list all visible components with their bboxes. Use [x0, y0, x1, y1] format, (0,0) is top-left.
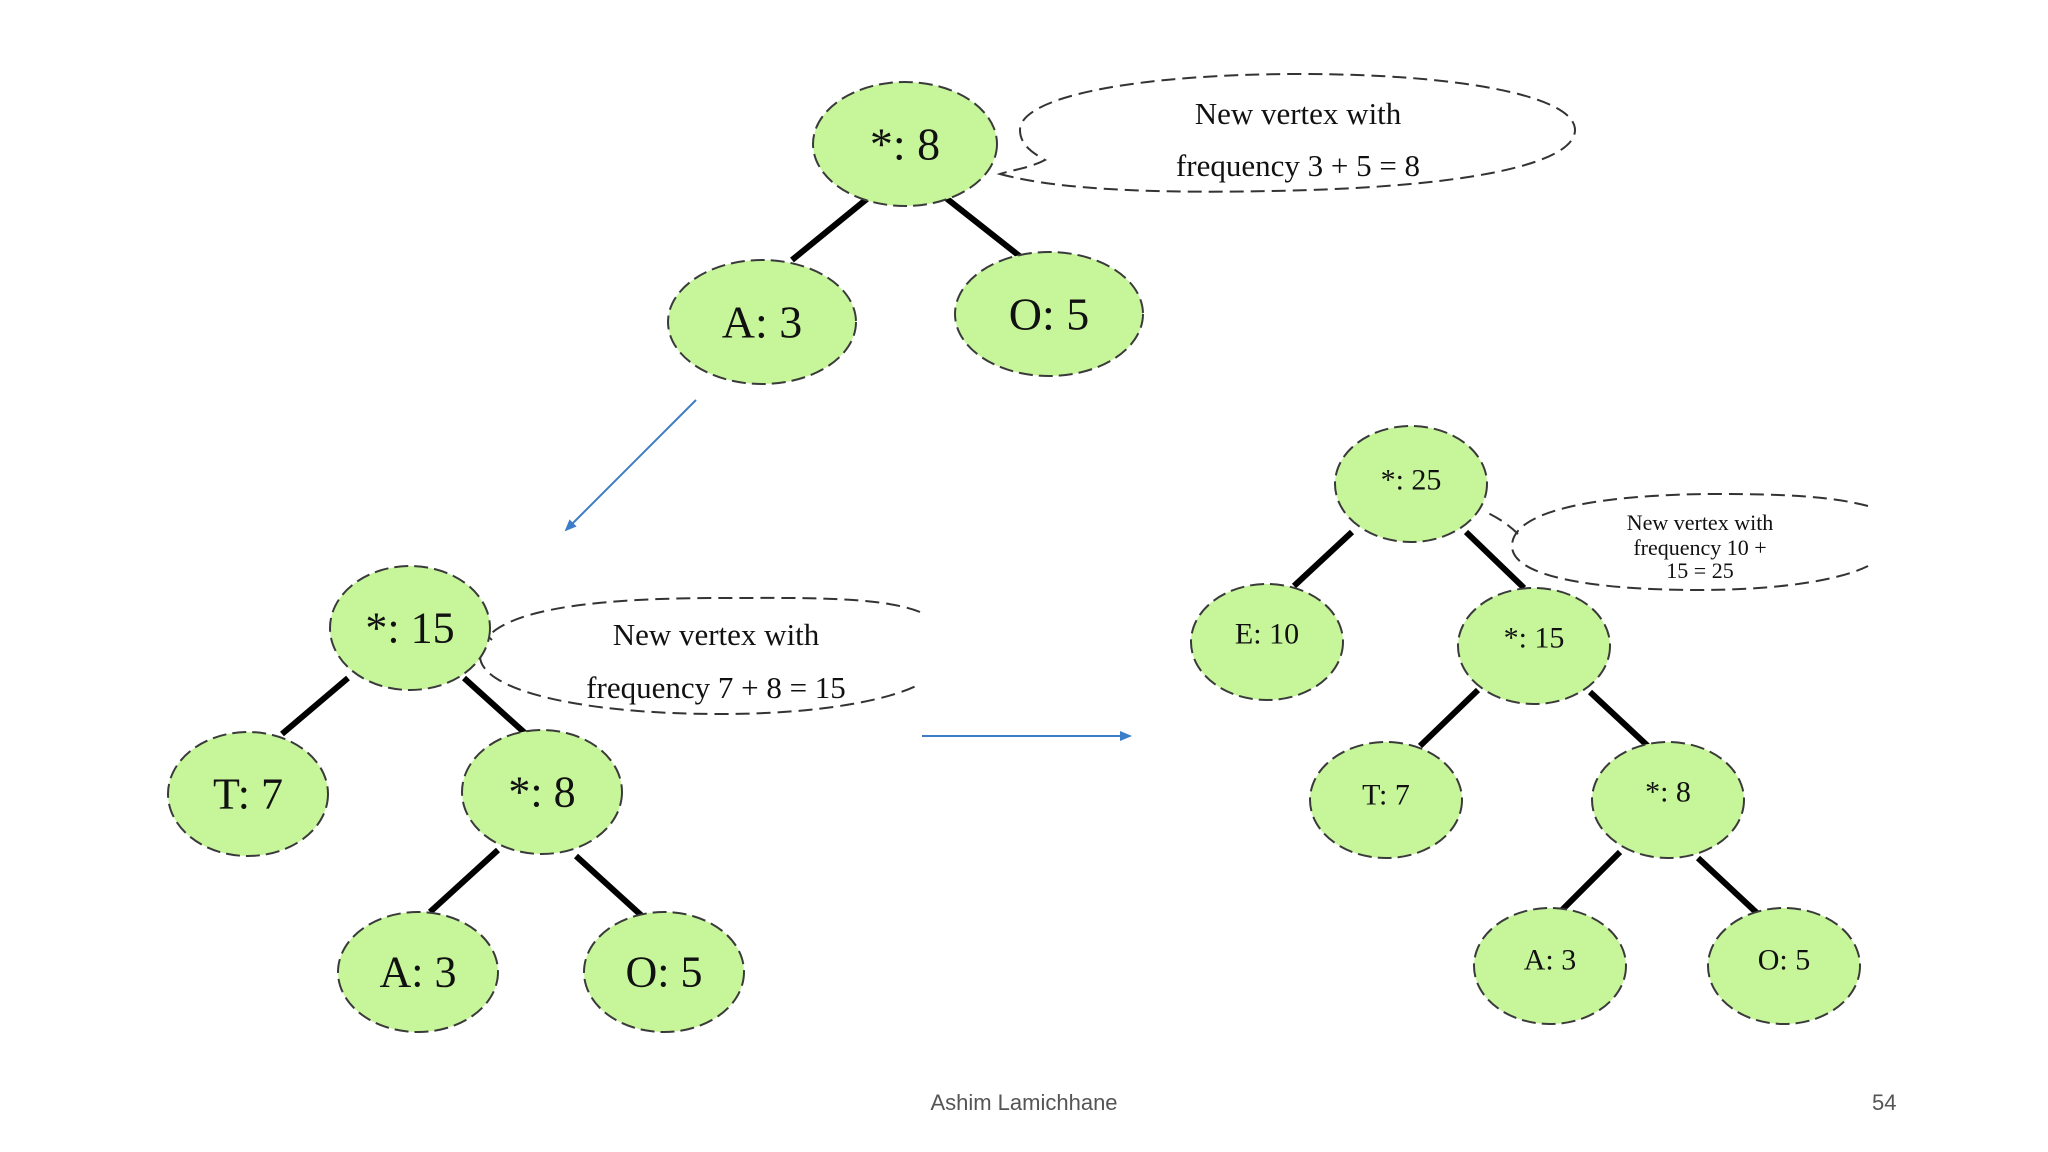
tree-c: New vertex with frequency 10 + 15 = 25 *… — [1190, 425, 1869, 1025]
tree-c-node-mid8-label: *: 8 — [1645, 776, 1691, 809]
tree-c-callout-line-3: 15 = 25 — [1666, 558, 1733, 583]
tree-a-callout-line-1: New vertex with — [1195, 96, 1402, 131]
tree-a-callout-bubble — [996, 72, 1577, 193]
tree-b-node-mid-label: *: 8 — [508, 768, 575, 817]
tree-b-node-root-label: *: 15 — [365, 604, 454, 653]
tree-b-node-root — [329, 565, 491, 691]
tree-c-node-root-label: *: 25 — [1381, 464, 1442, 497]
tree-c-node-o-label: O: 5 — [1758, 944, 1811, 977]
tree-c-callout-line-1: New vertex with — [1627, 510, 1774, 535]
tree-c-edge-mid8-o — [1695, 855, 1761, 917]
tree-c-node-a-label: A: 3 — [1524, 944, 1577, 977]
tree-c-node-mid8 — [1591, 741, 1745, 859]
tree-c-edge-mid15-mid8 — [1587, 689, 1653, 751]
tree-a-edge-right — [944, 195, 1024, 261]
tree-a-node-left — [667, 259, 857, 385]
tree-b-node-a — [337, 911, 499, 1033]
tree-c-node-t — [1309, 741, 1463, 859]
tree-b-edge-mid-a — [427, 847, 501, 915]
tree-a-node-root-label: *: 8 — [870, 119, 940, 170]
tree-c-node-t-label: T: 7 — [1362, 779, 1410, 812]
tree-b-node-t — [167, 731, 329, 857]
tree-c-node-mid15-label: *: 15 — [1504, 622, 1565, 655]
tree-b-edge-mid-o — [573, 853, 645, 919]
tree-c-callout-line-2: frequency 10 + — [1633, 535, 1766, 560]
tree-a-node-root — [812, 81, 998, 207]
tree-c-edge-mid15-t — [1417, 687, 1481, 749]
tree-a-edge-left — [790, 195, 870, 263]
tree-c-node-mid15 — [1457, 587, 1611, 705]
tree-c-node-o — [1707, 907, 1861, 1025]
tree-b-callout-line-1: New vertex with — [613, 617, 820, 652]
footer-author: Ashim Lamichhane — [930, 1090, 1118, 1115]
tree-a-callout-line-2: frequency 3 + 5 = 8 — [1176, 148, 1420, 183]
tree-b-callout-line-2: frequency 7 + 8 = 15 — [586, 670, 846, 705]
tree-c-edge-mid8-a — [1559, 849, 1623, 913]
flow-arrow-down-left — [564, 399, 697, 532]
tree-c-node-a — [1473, 907, 1627, 1025]
tree-c-node-e-label: E: 10 — [1235, 618, 1299, 651]
tree-c-edge-root-e — [1291, 529, 1355, 589]
tree-b-node-mid — [461, 729, 623, 855]
tree-c-edge-root-mid15 — [1463, 529, 1527, 591]
tree-c-node-root — [1334, 425, 1488, 543]
tree-b: New vertex with frequency 7 + 8 = 15 *: … — [167, 565, 921, 1033]
tree-b-edge-root-t — [280, 675, 350, 737]
footer-page-number: 54 — [1872, 1090, 1897, 1115]
tree-b-node-o — [583, 911, 745, 1033]
tree-b-node-t-label: T: 7 — [213, 770, 283, 819]
tree-a-node-right — [954, 251, 1144, 377]
tree-b-edge-root-mid — [461, 675, 529, 737]
tree-a-node-right-label: O: 5 — [1009, 289, 1090, 340]
tree-a: New vertex with frequency 3 + 5 = 8 *: 8… — [667, 72, 1577, 385]
tree-b-node-a-label: A: 3 — [380, 948, 457, 997]
tree-c-callout-bubble — [1485, 492, 1869, 592]
tree-a-node-left-label: A: 3 — [722, 297, 803, 348]
tree-c-node-e — [1190, 583, 1344, 701]
tree-b-node-o-label: O: 5 — [626, 948, 703, 997]
